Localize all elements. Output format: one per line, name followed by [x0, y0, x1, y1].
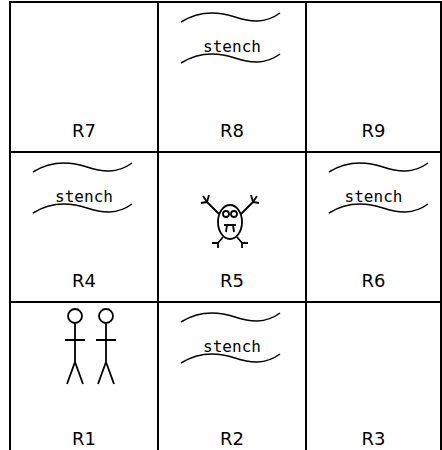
agent-figures — [65, 309, 116, 384]
room-label: R2 — [220, 428, 244, 450]
room-label: R1 — [72, 428, 96, 450]
wave — [329, 163, 428, 172]
room-label: R6 — [362, 270, 386, 292]
room-cell: R3 — [305, 301, 442, 450]
room-cell: stenchR2 — [157, 301, 307, 450]
room-cell: R1 — [9, 301, 159, 450]
room-label: R8 — [220, 120, 244, 142]
wave — [33, 163, 132, 172]
room-label: R7 — [72, 120, 96, 142]
room-cell: stenchR4 — [9, 151, 159, 303]
room-label: R4 — [72, 270, 96, 292]
wave — [181, 13, 280, 22]
stench-label: stench — [203, 37, 261, 57]
room-cell: R5 — [157, 151, 307, 303]
room-cell: stenchR8 — [157, 1, 307, 153]
room-label: R5 — [220, 270, 244, 292]
stench-label: stench — [203, 337, 261, 357]
room-label: R3 — [362, 428, 386, 450]
room-cell: R7 — [9, 1, 159, 153]
stench-waves — [33, 13, 428, 363]
room-cell: stenchR6 — [305, 151, 442, 303]
stench-label: stench — [55, 187, 113, 207]
wave — [181, 313, 280, 322]
wumpus-figure — [201, 195, 259, 248]
room-cell: R9 — [305, 1, 442, 153]
stench-label: stench — [345, 187, 403, 207]
room-label: R9 — [362, 120, 386, 142]
